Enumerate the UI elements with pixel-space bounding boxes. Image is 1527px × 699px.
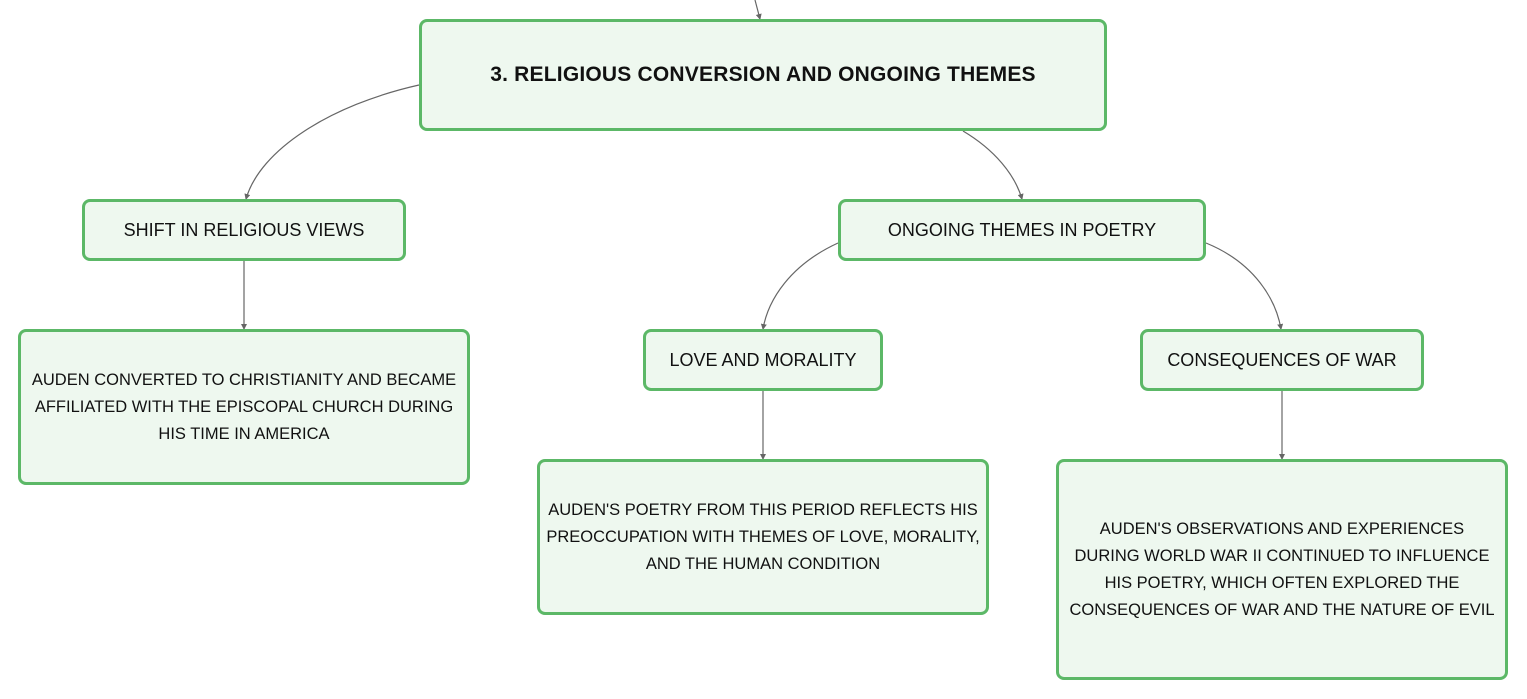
node-war-text: CONSEQUENCES OF WAR	[1167, 349, 1397, 370]
node-auden-war-experiences[interactable]: AUDEN'S OBSERVATIONS AND EXPERIENCES DUR…	[1056, 459, 1508, 680]
node-auden-war-text: AUDEN'S OBSERVATIONS AND EXPERIENCES DUR…	[1069, 519, 1495, 619]
connector-ongoing-to-love	[760, 242, 839, 330]
node-auden-conversion-text: AUDEN CONVERTED TO CHRISTIANITY AND BECA…	[31, 370, 457, 443]
node-consequences-of-war[interactable]: CONSEQUENCES OF WAR	[1140, 329, 1424, 391]
node-love-text: LOVE AND MORALITY	[669, 349, 857, 370]
node-love-and-morality[interactable]: LOVE AND MORALITY	[643, 329, 883, 391]
node-auden-poetry-text: AUDEN'S POETRY FROM THIS PERIOD REFLECTS…	[546, 500, 980, 573]
node-ongoing-themes-in-poetry[interactable]: ONGOING THEMES IN POETRY	[838, 199, 1206, 261]
node-ongoing-text: ONGOING THEMES IN POETRY	[887, 219, 1157, 240]
connector-root-to-ongoing	[962, 130, 1024, 200]
node-auden-poetry[interactable]: AUDEN'S POETRY FROM THIS PERIOD REFLECTS…	[537, 459, 989, 615]
node-shift-in-religious-views[interactable]: SHIFT IN RELIGIOUS VIEWS	[82, 199, 406, 261]
node-shift-text: SHIFT IN RELIGIOUS VIEWS	[123, 219, 365, 240]
node-auden-conversion[interactable]: AUDEN CONVERTED TO CHRISTIANITY AND BECA…	[18, 329, 470, 485]
connector-root-to-shift	[244, 84, 420, 200]
connector-ongoing-to-war	[1205, 242, 1284, 330]
node-root-text: 3. RELIGIOUS CONVERSION AND ONGOING THEM…	[490, 63, 1036, 86]
connector-parent-to-root	[754, 0, 762, 20]
node-religious-conversion-and-ongoing-themes[interactable]: 3. RELIGIOUS CONVERSION AND ONGOING THEM…	[419, 19, 1107, 131]
